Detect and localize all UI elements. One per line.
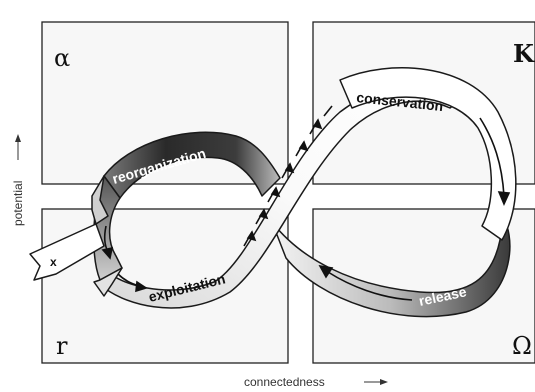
conservation-ribbon (339, 67, 517, 241)
x-axis-label: connectedness (244, 375, 325, 389)
flow-arrowhead (298, 140, 309, 152)
quadrant-panels (41, 21, 535, 364)
flow-arrowhead (270, 186, 281, 198)
y-axis-arrowhead (15, 134, 21, 142)
release-left-arrow (327, 271, 413, 301)
conservation-down-arrowhead (497, 191, 511, 207)
release-left-arrowhead (318, 264, 334, 279)
x-axis-arrowhead (380, 379, 388, 385)
exit-arrow (29, 223, 105, 281)
y-axis: potential (11, 134, 25, 226)
quadrant-alpha-label: α (54, 44, 70, 72)
y-axis-label: potential (11, 181, 25, 226)
quadrant-k-label: K (513, 39, 535, 68)
flow-arrowhead (284, 162, 295, 174)
adaptive-cycle-band (29, 67, 517, 318)
exploitation-right-arrowhead (135, 280, 148, 293)
conservation-down-arrow (479, 117, 505, 197)
x-axis: connectedness (244, 375, 388, 389)
reorganization-ribbon (103, 131, 281, 199)
quadrant-omega-label: Ω (512, 332, 532, 360)
left-loop-arrowhead (101, 246, 114, 260)
exploitation-ribbon (99, 80, 471, 309)
exit-label: x (50, 255, 57, 269)
quadrant-r-label: r (56, 332, 68, 360)
flow-arrowhead (258, 208, 269, 220)
flow-arrow (323, 105, 333, 117)
torn-edge-lower (93, 267, 123, 297)
torn-edge-upper (91, 175, 109, 225)
flow-arrowhead (246, 230, 257, 242)
flow-arrows (101, 105, 511, 301)
flow-arrowhead (312, 118, 323, 130)
